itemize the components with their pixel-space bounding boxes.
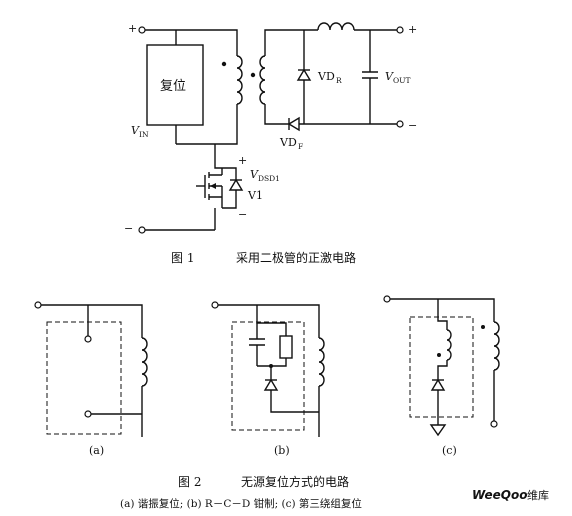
fig2b-rc-bottom-wire bbox=[257, 358, 287, 367]
fig2c-reset-bottom-wire bbox=[437, 360, 448, 380]
fig2b-winding bbox=[318, 337, 325, 387]
fig2c-diode-triangle bbox=[430, 378, 446, 391]
fig2b-capacitor bbox=[249, 323, 265, 366]
fig2c-input-terminal[interactable] bbox=[383, 295, 391, 303]
body-diode-triangle bbox=[228, 178, 244, 191]
secondary-top-wire bbox=[264, 29, 318, 56]
input-positive-terminal[interactable] bbox=[138, 26, 146, 34]
body-diode-bottom bbox=[222, 190, 237, 209]
secondary-bottom-wire bbox=[264, 104, 276, 125]
output-inductor bbox=[317, 22, 355, 31]
vdf-diode-triangle bbox=[287, 116, 300, 132]
mosfet-switch bbox=[196, 167, 244, 230]
input-top-wire bbox=[145, 29, 238, 56]
fig2b-resistor bbox=[279, 335, 293, 359]
watermark-brand: WeeQoo bbox=[472, 488, 527, 502]
figure-1-caption: 采用二极管的正激电路 bbox=[236, 250, 356, 265]
figure-2-caption: 无源复位方式的电路 bbox=[241, 474, 349, 489]
vdr-subscript: R bbox=[336, 76, 342, 85]
input-negative-terminal[interactable] bbox=[138, 226, 146, 234]
vdr-label: VD bbox=[317, 70, 335, 83]
fig2b-label: (b) bbox=[274, 444, 290, 457]
figure-2c-third-winding-reset: (c) bbox=[383, 295, 500, 457]
output-negative-terminal[interactable] bbox=[396, 120, 404, 128]
fig2b-diode-triangle bbox=[263, 378, 279, 391]
vdsd-minus-sign: − bbox=[238, 208, 247, 221]
figure-2b-rcd-clamp: (b) bbox=[211, 301, 325, 457]
fig2c-reset-dot bbox=[437, 353, 441, 357]
fig2b-top-wire bbox=[218, 304, 320, 338]
vdsd-label: V bbox=[250, 168, 259, 181]
fig2b-dashed-box bbox=[231, 321, 305, 431]
primary-bottom-wire bbox=[176, 104, 238, 145]
fig2b-input-terminal[interactable] bbox=[211, 301, 219, 309]
fig2a-label: (a) bbox=[89, 444, 104, 457]
vdf-subscript: F bbox=[298, 142, 303, 151]
vdsd-plus-sign: + bbox=[238, 154, 247, 167]
fig2c-ground-icon bbox=[429, 424, 447, 437]
vin-subscript: IN bbox=[139, 130, 149, 139]
fig2b-diode-bottom-wire bbox=[270, 390, 319, 413]
vdf-label: VD bbox=[279, 136, 297, 149]
watermark-logo: WeeQoo 维库 bbox=[472, 488, 549, 502]
figure-2a-resonant-reset: (a) bbox=[34, 301, 148, 457]
figure-2-number: 图 2 bbox=[178, 475, 201, 489]
figure-1-forward-converter: + − 复位 V IN + VD R bbox=[124, 22, 417, 265]
fig2c-dashed-box bbox=[409, 316, 474, 418]
vout-plus-sign: + bbox=[408, 23, 417, 36]
figure-1-number: 图 1 bbox=[171, 251, 194, 265]
vout-minus-sign: − bbox=[408, 119, 417, 132]
primary-winding bbox=[236, 55, 243, 105]
body-diode-top bbox=[222, 167, 237, 180]
body-arrow bbox=[210, 183, 216, 189]
primary-dot bbox=[221, 61, 227, 67]
figure-2-detail-caption: (a) 谐振复位; (b) R－C－D 钳制; (c) 第三绕组复位 bbox=[120, 497, 362, 510]
vdsd-subscript: DSD1 bbox=[258, 174, 280, 183]
fig2a-node-bottom bbox=[84, 410, 92, 418]
fig2b-rc-top-wire bbox=[256, 305, 287, 336]
reset-block bbox=[146, 44, 204, 126]
fig2a-dashed-box bbox=[46, 321, 122, 435]
fig2a-input-terminal[interactable] bbox=[34, 301, 42, 309]
reset-block-label: 复位 bbox=[160, 79, 186, 94]
fig2c-primary-winding bbox=[493, 321, 500, 371]
secondary-winding bbox=[259, 55, 266, 105]
fig2a-top-wire bbox=[41, 304, 143, 338]
secondary-dot bbox=[250, 72, 256, 78]
fig2c-label: (c) bbox=[442, 444, 457, 457]
fig2c-primary-dot bbox=[481, 325, 485, 329]
fig2c-reset-top-wire bbox=[437, 299, 448, 330]
output-positive-terminal[interactable] bbox=[396, 26, 404, 34]
fig2c-output-terminal[interactable] bbox=[490, 420, 498, 428]
watermark-suffix: 维库 bbox=[527, 489, 549, 502]
switch-label: V1 bbox=[247, 189, 263, 202]
vin-plus-sign: + bbox=[128, 22, 137, 35]
fig2c-reset-winding bbox=[446, 329, 452, 361]
vout-label: V bbox=[385, 70, 394, 83]
vin-label: V bbox=[131, 124, 140, 137]
fig2a-node-top bbox=[84, 335, 92, 343]
output-capacitor bbox=[362, 30, 378, 124]
fig2c-top-wire bbox=[390, 298, 495, 322]
fig2a-winding bbox=[141, 337, 148, 387]
vdr-diode-triangle bbox=[296, 68, 312, 81]
vout-subscript: OUT bbox=[393, 76, 410, 85]
drain-wire bbox=[214, 144, 222, 169]
vin-minus-sign: − bbox=[124, 222, 133, 235]
